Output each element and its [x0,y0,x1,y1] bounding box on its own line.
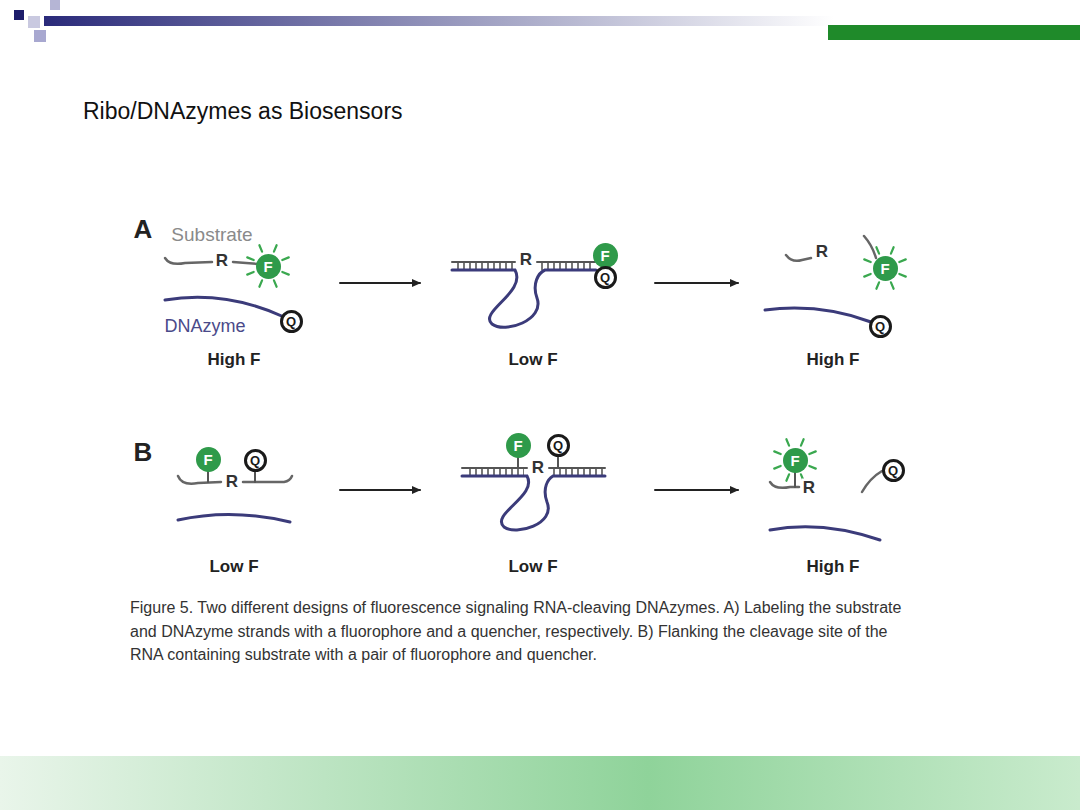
circle-letter: F [203,452,212,467]
header-square [34,30,46,42]
fluorophore-circle: F [783,448,808,473]
figure-caption: Figure 5. Two different designs of fluor… [130,596,920,667]
signal-level: Low F [209,558,258,575]
circle-letter: F [880,261,889,276]
signal-level: High F [807,558,860,575]
fluorophore-circle: F [196,447,221,472]
ribo-site: R [215,252,229,269]
slide-title: Ribo/DNAzymes as Biosensors [83,98,403,125]
header-bar [44,16,834,26]
ribo-site: R [815,243,829,260]
circle-letter: Q [875,320,885,333]
header-square [50,0,60,10]
fluorophore-circle: F [873,256,898,281]
panel-b [178,456,882,540]
fluorescence-rays [247,245,906,481]
circle-letter: Q [250,454,260,467]
quencher-circle: Q [869,315,892,338]
footer-band [0,756,1080,810]
header-square [28,16,40,28]
circle-letter: F [600,248,609,263]
circle-letter: Q [286,315,296,328]
fluorophore-circle: F [506,433,531,458]
signal-level: High F [208,351,261,368]
circle-letter: Q [888,464,898,477]
circle-letter: Q [553,439,563,452]
panel-letter: A [134,216,153,242]
circle-letter: F [513,438,522,453]
quencher-circle: Q [244,449,267,472]
header-square [14,10,24,20]
quencher-circle: Q [547,434,570,457]
strand-name: Substrate [171,225,252,244]
signal-level: Low F [508,558,557,575]
fluorophore-circle: F [256,254,281,279]
ribo-site: R [225,473,239,490]
ribo-site: R [531,459,545,476]
quencher-circle: Q [280,310,303,333]
quencher-circle: Q [594,266,617,289]
strand-name: DNAzyme [164,317,245,335]
quencher-circle: Q [882,459,905,482]
signal-level: Low F [508,351,557,368]
panel-a [165,236,876,327]
circle-letter: F [790,453,799,468]
fluorophore-circle: F [593,243,618,268]
circle-letter: Q [600,271,610,284]
circle-letter: F [263,259,272,274]
panel-letter: B [134,439,153,465]
ribo-site: R [802,479,816,496]
signal-level: High F [807,351,860,368]
ribo-site: R [519,251,533,268]
header-green-bar [828,25,1080,40]
